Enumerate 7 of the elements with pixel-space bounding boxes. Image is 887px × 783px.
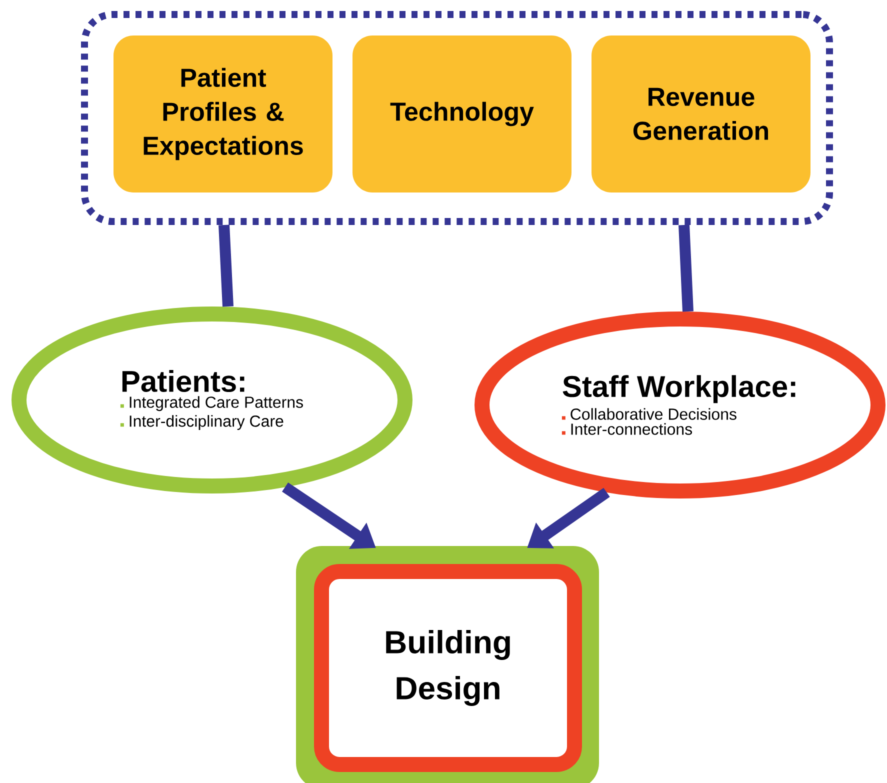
connector-line [218,224,234,307]
topic-box: Technology [352,36,572,192]
outcome-box: Building Design [296,546,599,783]
topic-box: Revenue Generation [592,36,810,192]
connector-line [678,224,694,312]
dotted-group-frame [81,11,833,225]
topic-box: Patient Profiles & Expectations [114,36,332,192]
